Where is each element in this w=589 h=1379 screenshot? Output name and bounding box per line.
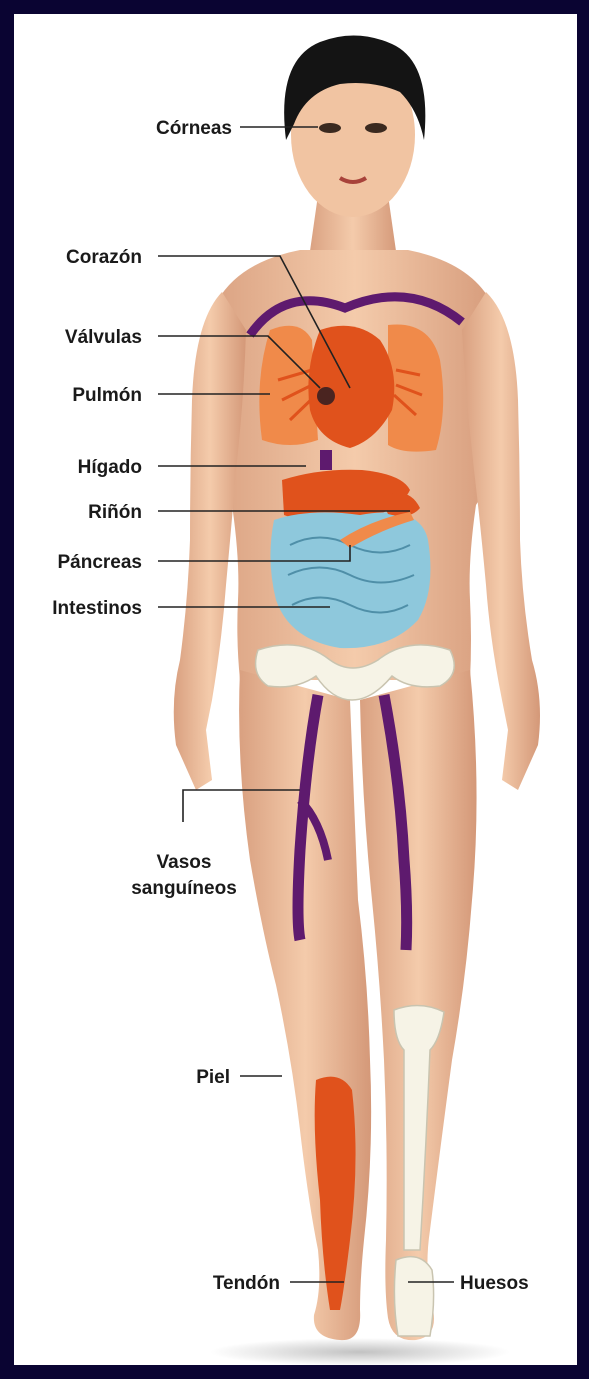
label-higado: Hígado: [78, 457, 142, 478]
label-vasos-line2: sanguíneos: [131, 878, 237, 899]
floor-shadow: [210, 1338, 510, 1366]
intestines: [270, 512, 430, 648]
label-tendon: Tendón: [213, 1273, 280, 1294]
label-pancreas: Páncreas: [57, 552, 142, 573]
label-huesos: Huesos: [460, 1273, 529, 1294]
label-corazon: Corazón: [66, 247, 142, 268]
label-valvulas: Válvulas: [65, 327, 142, 348]
label-pulmon: Pulmón: [72, 385, 142, 406]
label-rinon: Riñón: [88, 502, 142, 523]
label-intestinos: Intestinos: [52, 598, 142, 619]
label-vasos-line1: Vasos: [157, 852, 212, 873]
label-piel: Piel: [196, 1067, 230, 1088]
label-corneas: Córneas: [156, 118, 232, 139]
